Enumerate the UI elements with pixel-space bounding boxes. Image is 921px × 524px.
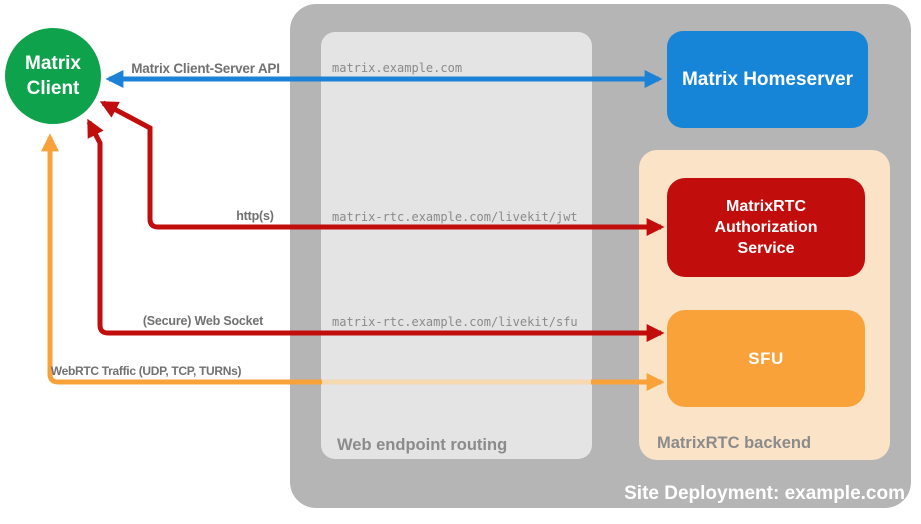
websocket-arrow-label: (Secure) Web Socket — [142, 314, 264, 328]
endpoint-livekit-jwt: matrix-rtc.example.com/livekit/jwt — [332, 210, 578, 224]
matrixrtc-backend-title: MatrixRTC backend — [657, 434, 812, 452]
client-server-api-arrow-label: Matrix Client-Server API — [131, 61, 280, 76]
matrixrtc-authorization-service-label: MatrixRTC Authorization Service — [714, 198, 818, 257]
endpoint-livekit-sfu: matrix-rtc.example.com/livekit/sfu — [332, 315, 578, 329]
matrix-client-node: Matrix Client — [5, 28, 101, 124]
matrix-homeserver-node: Matrix Homeserver — [667, 31, 868, 128]
sfu-node: SFU — [667, 310, 865, 407]
web-endpoint-routing-title: Web endpoint routing — [337, 436, 508, 454]
matrix-homeserver-label: Matrix Homeserver — [681, 68, 854, 90]
web-endpoint-routing-container — [321, 32, 592, 459]
endpoint-matrix-domain: matrix.example.com — [332, 61, 463, 75]
webrtc-traffic-arrow-label: WebRTC Traffic (UDP, TCP, TURNs) — [50, 364, 242, 378]
https-arrow-label: http(s) — [236, 209, 274, 223]
matrix-client-label: Matrix Client — [25, 53, 81, 99]
arrow-webrtc-start — [41, 133, 323, 385]
sfu-label: SFU — [748, 348, 784, 368]
site-deployment-title: Site Deployment: example.com — [624, 483, 905, 504]
matrixrtc-authorization-service-node: MatrixRTC Authorization Service — [667, 178, 865, 277]
